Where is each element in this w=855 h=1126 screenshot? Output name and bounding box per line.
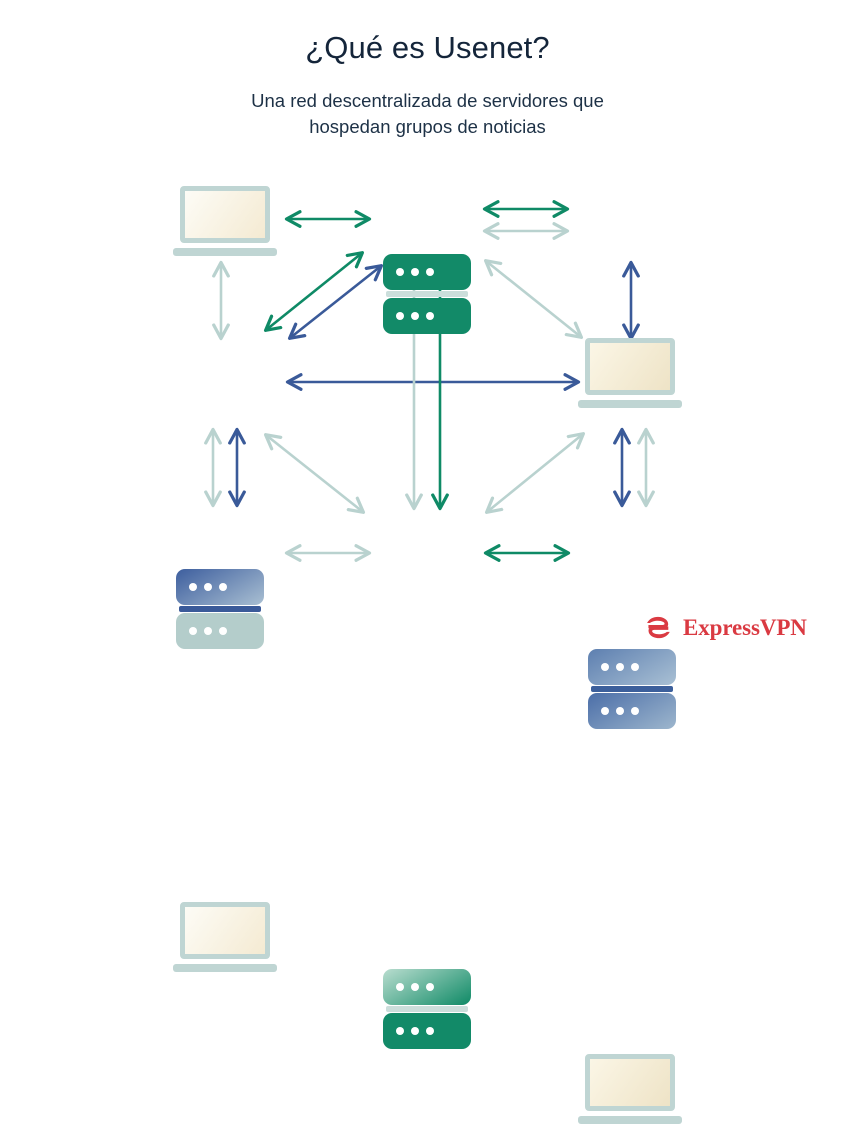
laptop-base [173,248,277,256]
server-divider [179,606,261,612]
led-dot [601,663,609,671]
led-dot [616,707,624,715]
server-unit-top [383,969,471,1005]
server-unit-top [176,569,264,605]
server-divider [386,291,468,297]
led-dot [204,627,212,635]
laptop-screen [590,343,670,390]
server-middle-left [176,569,264,649]
laptop-screen [590,1059,670,1106]
edge-server-ml-to-server-bc [266,435,363,512]
laptop-lid [180,902,270,959]
expressvpn-logo-icon [647,616,670,639]
led-dot [204,583,212,591]
led-dot [219,583,227,591]
server-unit-bottom [383,1013,471,1049]
server-led-dots [601,663,639,671]
led-dot [396,312,404,320]
led-dot [396,268,404,276]
connection-arrows [0,0,855,687]
led-dot [219,627,227,635]
laptop-base [578,400,682,408]
led-dot [631,707,639,715]
server-unit-bottom [588,693,676,729]
led-dot [411,1027,419,1035]
laptop-top-right [578,338,682,410]
led-dot [411,312,419,320]
laptop-base [173,964,277,972]
page-title: ¿Qué es Usenet? [305,30,550,65]
server-led-dots [189,583,227,591]
led-dot [631,663,639,671]
header: ¿Qué es Usenet? Una red descentralizada … [0,0,855,141]
subtitle-line-1: Una red descentralizada de servidores qu… [251,90,604,111]
server-unit-top [383,254,471,290]
page-subtitle: Una red descentralizada de servidores qu… [0,66,855,141]
laptop-lid [585,338,675,395]
server-led-dots [396,312,434,320]
laptop-bottom-right [578,1054,682,1126]
edge-server-tc-to-server-mr [486,261,581,337]
server-led-dots [189,627,227,635]
server-divider [386,1006,468,1012]
edge-server-bc-to-server-mr [487,434,583,512]
led-dot [616,663,624,671]
expressvpn-wordmark: ExpressVPN [683,614,807,640]
led-dot [396,983,404,991]
led-dot [189,583,197,591]
server-led-dots [396,268,434,276]
led-dot [189,627,197,635]
server-bottom-center [383,969,471,1049]
led-dot [426,1027,434,1035]
edge-server-ml-to-server-tc-blue [290,266,381,338]
led-dot [411,268,419,276]
led-dot [396,1027,404,1035]
server-led-dots [396,983,434,991]
server-unit-top [588,649,676,685]
server-led-dots [601,707,639,715]
led-dot [601,707,609,715]
laptop-top-left [173,186,277,258]
subtitle-line-2: hospedan grupos de noticias [309,116,546,138]
laptop-screen [185,907,265,954]
server-top-center [383,254,471,334]
led-dot [426,268,434,276]
server-led-dots [396,1027,434,1035]
server-unit-bottom [383,298,471,334]
laptop-lid [585,1054,675,1111]
led-dot [426,312,434,320]
laptop-lid [180,186,270,243]
expressvpn-logo: ExpressVPN [643,612,807,643]
led-dot [426,983,434,991]
server-middle-right [588,649,676,729]
laptop-bottom-left [173,902,277,974]
server-unit-bottom [176,613,264,649]
laptop-base [578,1116,682,1124]
laptop-screen [185,191,265,238]
led-dot [411,983,419,991]
